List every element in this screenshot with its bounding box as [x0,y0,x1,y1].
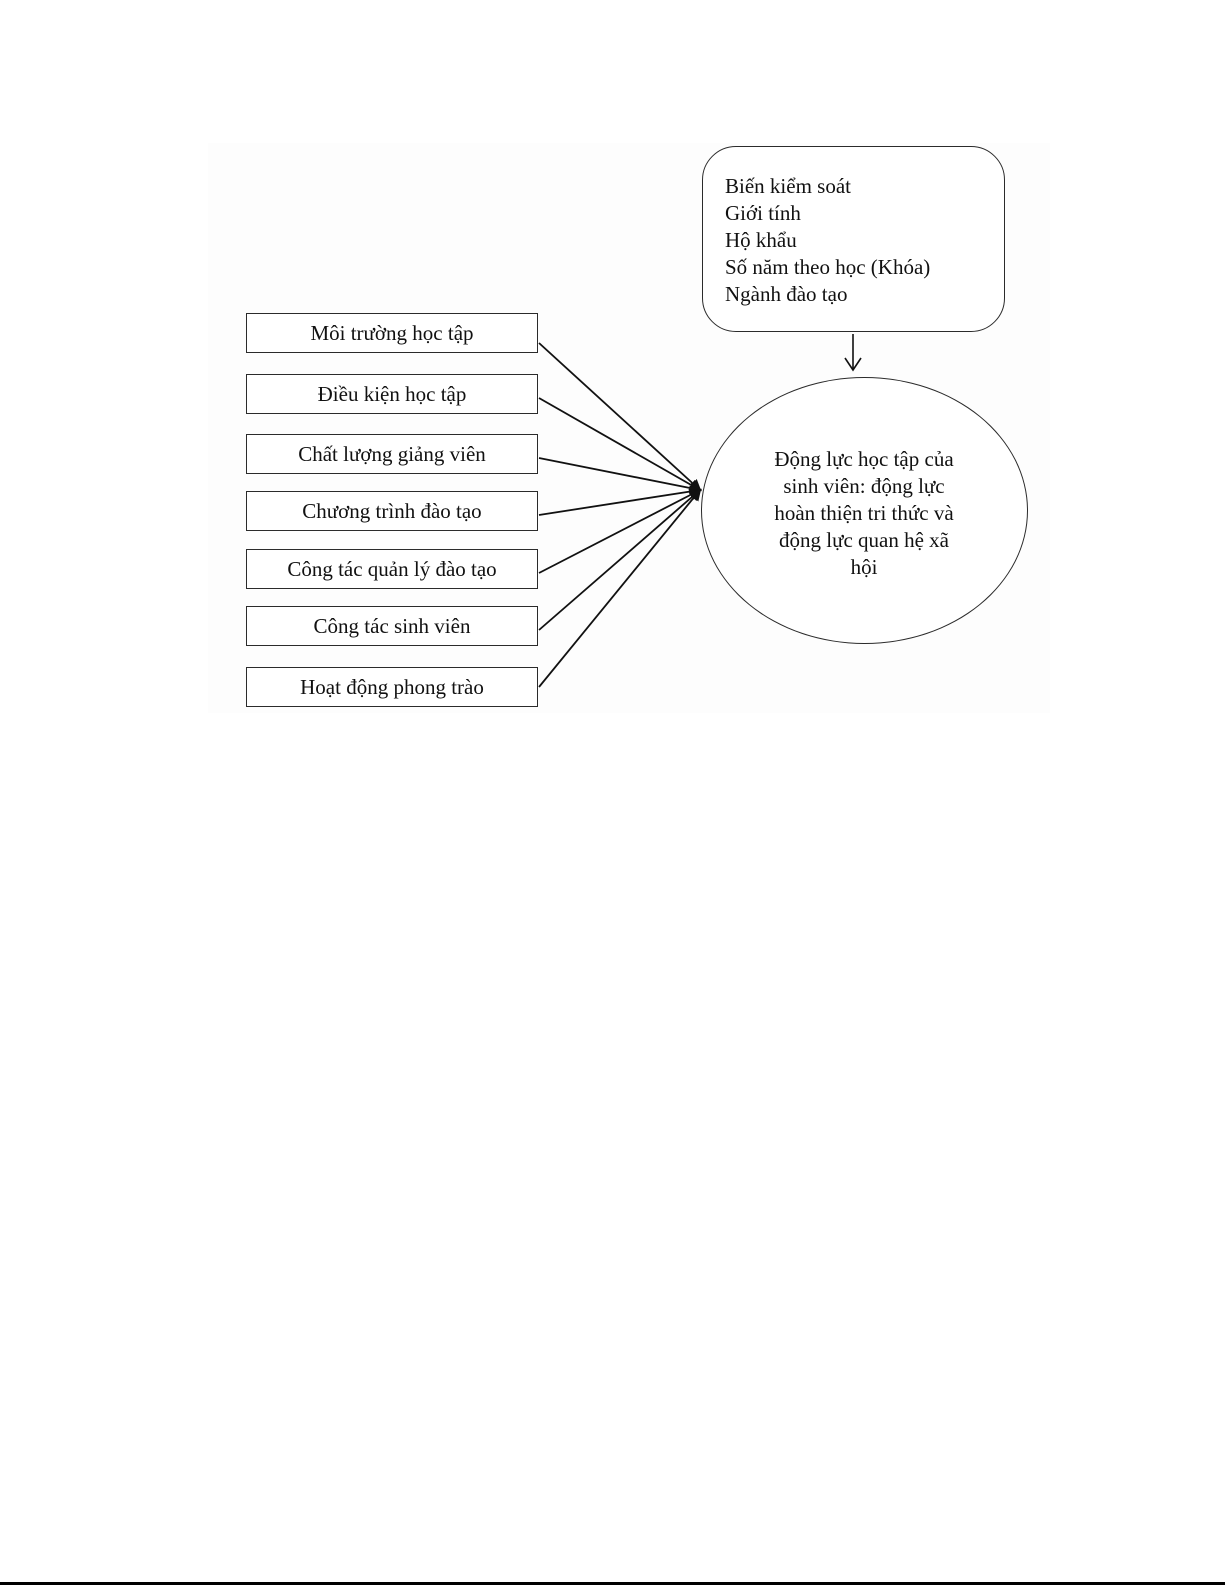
factor-label: Chất lượng giảng viên [298,441,486,466]
factor-arrows [538,342,702,688]
outcome-line: hoàn thiện tri thức và [774,501,954,525]
factor-arrow-7 [538,488,702,688]
factor-box-movement-activities: Hoạt động phong trào [246,667,538,707]
factor-arrow-5 [538,489,702,574]
control-arrow-head [844,357,862,372]
factor-box-student-affairs: Công tác sinh viên [246,606,538,646]
factor-box-training-program: Chương trình đào tạo [246,491,538,531]
outcome-line: động lực quan hệ xã [779,528,949,552]
factor-box-learning-environment: Môi trường học tập [246,313,538,353]
factor-label: Công tác quản lý đào tạo [287,556,497,581]
factor-label: Điều kiện học tập [317,381,467,406]
factor-label: Chương trình đào tạo [302,498,482,523]
factor-box-learning-conditions: Điều kiện học tập [246,374,538,414]
factor-label: Công tác sinh viên [313,613,471,638]
control-variable-item: Hộ khẩu [725,228,797,252]
factor-box-training-management: Công tác quản lý đào tạo [246,549,538,589]
outcome-line: Động lực học tập của [774,447,954,471]
factor-arrow-6 [538,488,702,631]
outcome-text: Động lực học tập của sinh viên: động lực… [730,446,998,581]
outcome-line: hội [850,555,878,579]
page-bottom-rule [0,1582,1225,1585]
factor-arrow-4 [538,485,702,516]
control-variable-item: Giới tính [725,201,801,225]
factor-label: Môi trường học tập [310,320,474,345]
factor-box-lecturer-quality: Chất lượng giảng viên [246,434,538,474]
outcome-ellipse [701,377,1028,644]
control-variable-item: Ngành đào tạo [725,282,848,306]
control-variables-heading: Biến kiểm soát [725,174,851,198]
outcome-line: sinh viên: động lực [783,474,945,498]
factor-arrow-1 [538,342,702,492]
control-variable-item: Số năm theo học (Khóa) [725,255,931,279]
factor-arrow-3 [538,457,702,494]
factor-arrow-2 [538,397,702,491]
factor-label: Hoạt động phong trào [300,674,484,699]
control-variables-box: Biến kiểm soát Giới tính Hộ khẩu Số năm … [702,146,1005,332]
